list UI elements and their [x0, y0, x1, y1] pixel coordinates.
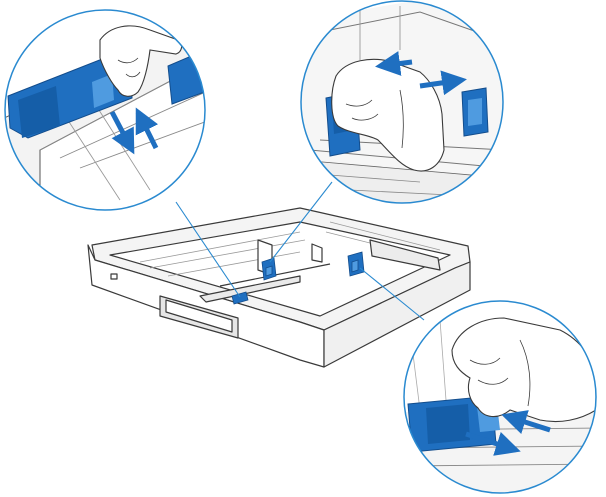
tray-length-guide	[231, 291, 249, 305]
tray-width-guide-right	[347, 251, 365, 277]
callout-width-guides-bottom	[403, 300, 597, 494]
leader-lines	[175, 181, 425, 321]
paper-tray	[87, 207, 471, 368]
callout-rear-length-guide	[4, 9, 206, 211]
tray-width-guide-left	[261, 257, 277, 281]
callout-width-guides-top	[300, 0, 504, 204]
